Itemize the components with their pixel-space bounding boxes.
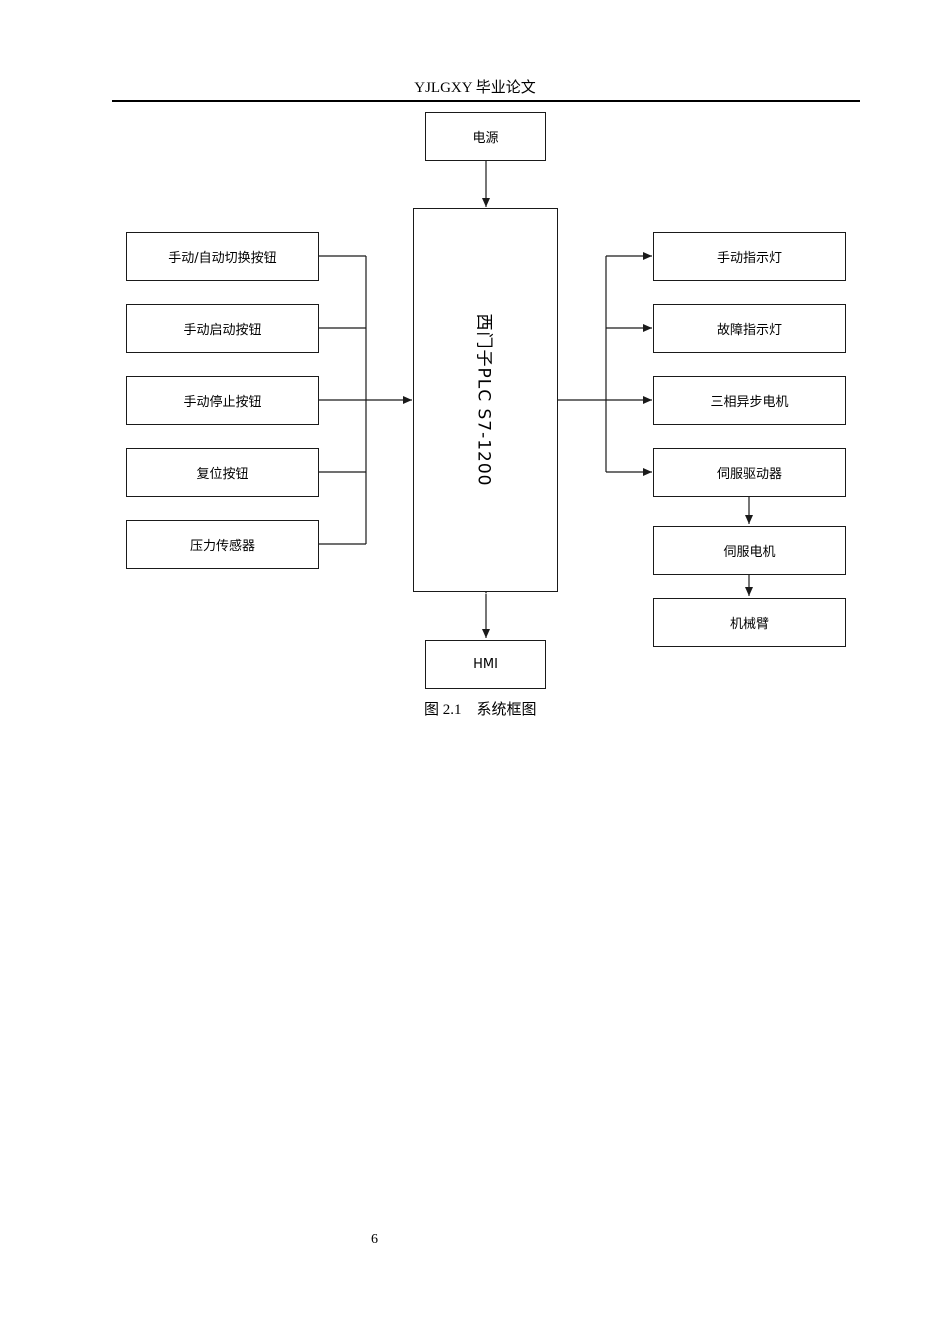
output-box-manual-lamp: 手动指示灯 [653,232,846,281]
input-label: 压力传感器 [189,539,255,554]
figure-caption: 图 2.1 系统框图 [424,702,537,718]
power-box: 电源 [425,112,546,161]
header-rule [112,100,860,102]
input-label: 复位按钮 [196,467,249,482]
chain-label: 伺服电机 [723,545,776,560]
output-label: 三相异步电机 [710,395,789,410]
power-label: 电源 [472,131,499,146]
output-box-fault-lamp: 故障指示灯 [653,304,846,353]
input-box-pressure-sensor: 压力传感器 [126,520,319,569]
input-label: 手动启动按钮 [183,323,262,338]
input-box-manual-stop: 手动停止按钮 [126,376,319,425]
chain-box-robot-arm: 机械臂 [653,598,846,647]
plc-label: 西门子PLC S7-1200 [473,313,493,487]
hmi-label: HMI [473,657,498,672]
output-box-async-motor: 三相异步电机 [653,376,846,425]
input-label: 手动/自动切换按钮 [168,251,277,266]
chain-label: 机械臂 [729,617,769,632]
plc-box: 西门子PLC S7-1200 [413,208,558,592]
input-label: 手动停止按钮 [183,395,262,410]
input-box-reset: 复位按钮 [126,448,319,497]
output-label: 伺服驱动器 [716,467,782,482]
output-label: 手动指示灯 [716,251,782,266]
output-label: 故障指示灯 [716,323,782,338]
page-number: 6 [371,1232,378,1247]
page-header: YJLGXY 毕业论文 [414,80,536,96]
input-box-mode-switch: 手动/自动切换按钮 [126,232,319,281]
hmi-box: HMI [425,640,546,689]
chain-box-servo-motor: 伺服电机 [653,526,846,575]
output-box-servo-driver: 伺服驱动器 [653,448,846,497]
input-box-manual-start: 手动启动按钮 [126,304,319,353]
